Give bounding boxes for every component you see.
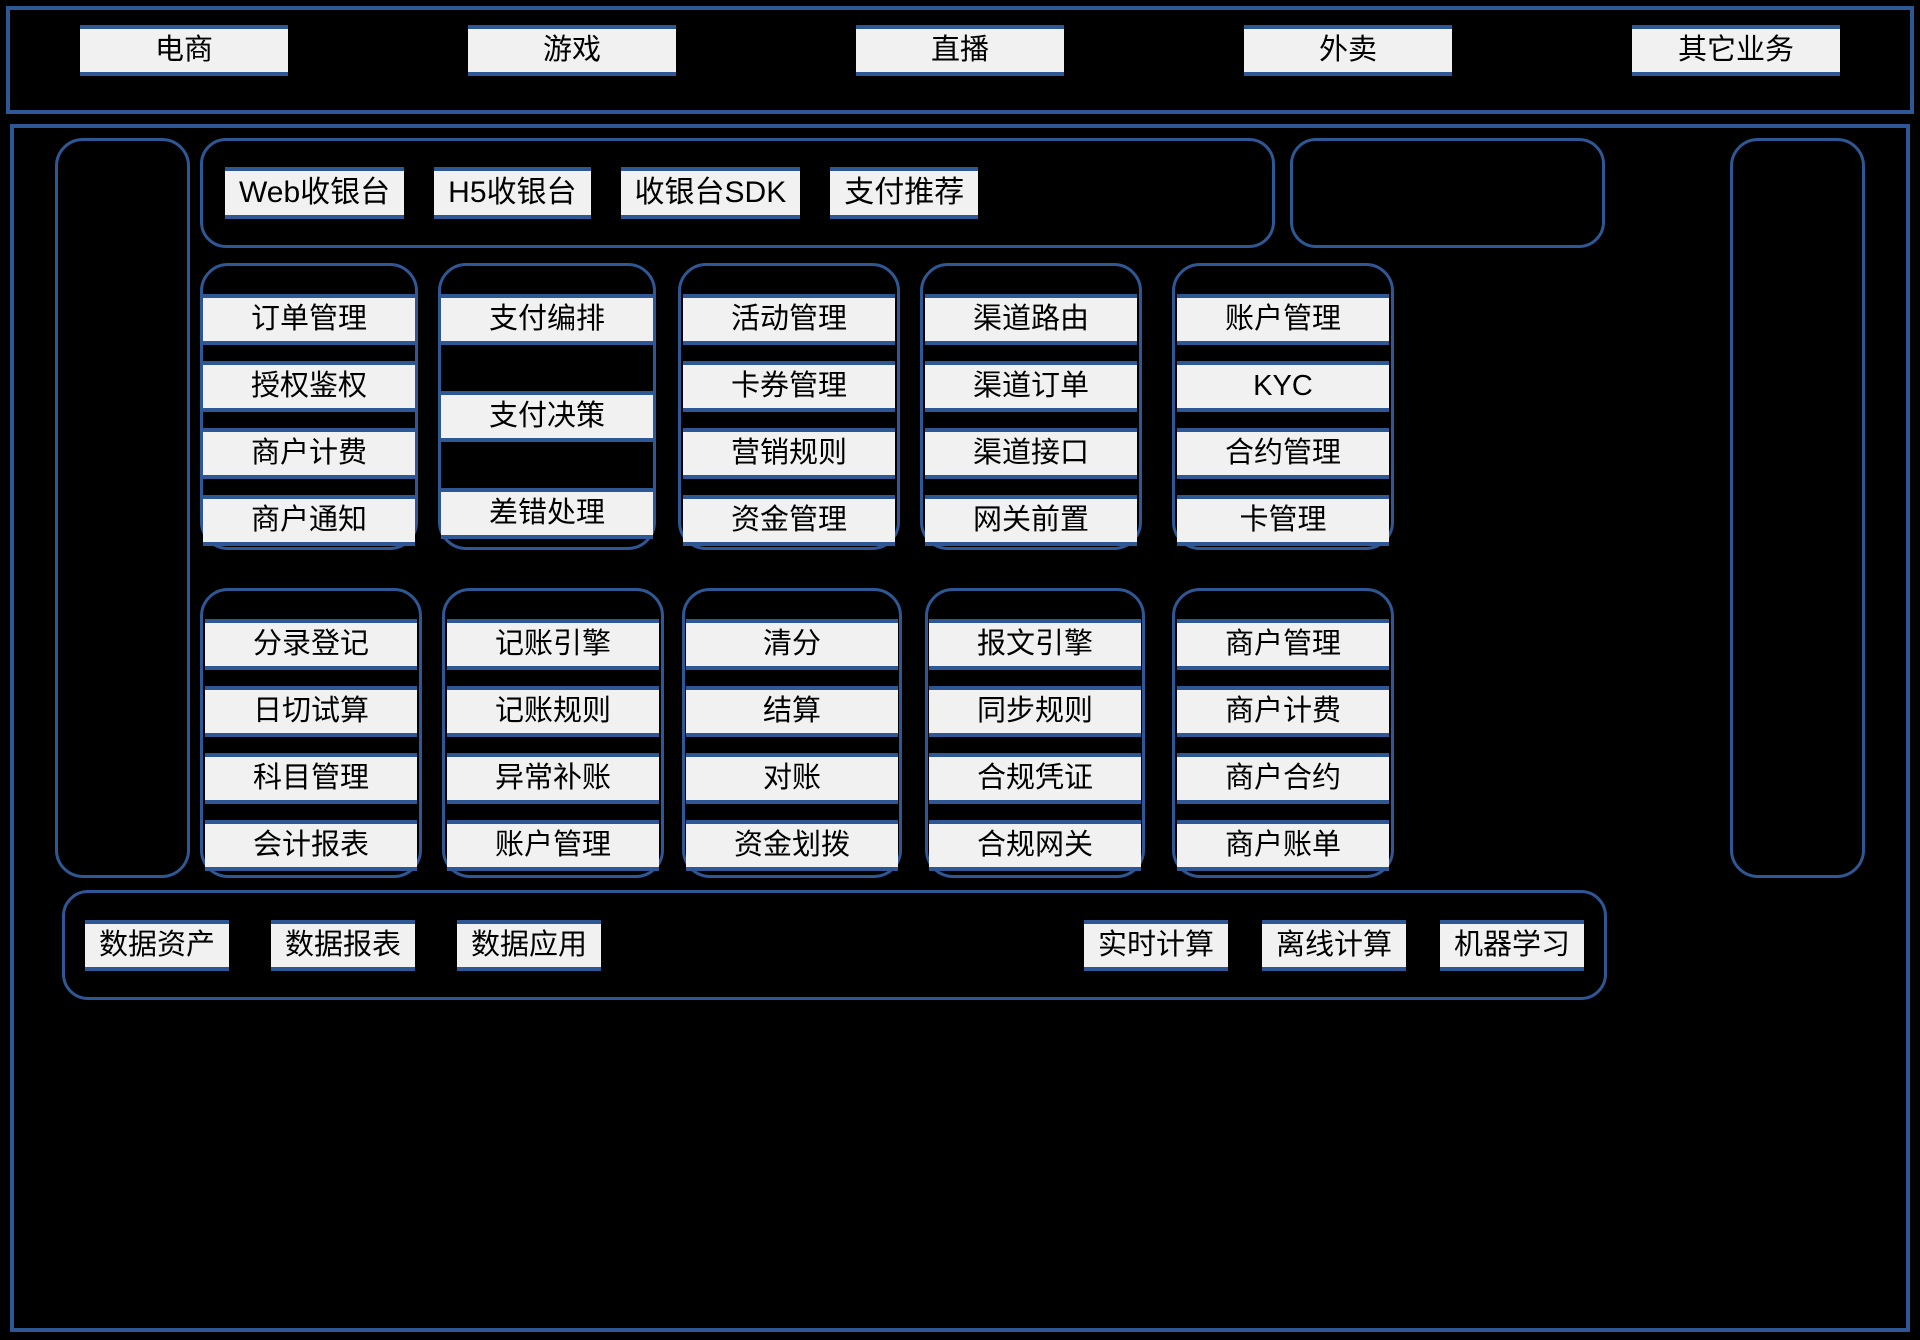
merchant-center-item-1[interactable]: 商户计费 [1177,686,1389,737]
data-right-chip-2[interactable]: 机器学习 [1439,919,1584,971]
left-rail-panel [55,138,190,878]
channel-center-item-0[interactable]: 渠道路由 [925,294,1137,345]
business-chip-1[interactable]: 游戏 [468,25,676,76]
trade-center-item-3[interactable]: 商户通知 [203,495,415,546]
access-chip-3[interactable]: 支付推荐 [830,167,979,219]
compliance-center-item-0[interactable]: 报文引擎 [929,619,1141,670]
data-band-right-group: 实时计算离线计算机器学习 [1083,919,1584,971]
marketing-center-item-3[interactable]: 资金管理 [683,495,895,546]
account-center-item-2[interactable]: 合约管理 [1177,428,1389,479]
accounting-center-item-1[interactable]: 日切试算 [205,686,417,737]
channel-center-item-2[interactable]: 渠道接口 [925,428,1137,479]
group-bookkeeping-center: 记账引擎记账规则异常补账账户管理 [442,588,664,878]
group-channel-center: 渠道路由渠道订单渠道接口网关前置 [920,263,1142,550]
trade-center-item-0[interactable]: 订单管理 [203,294,415,345]
marketing-center-item-2[interactable]: 营销规则 [683,428,895,479]
payment-center-item-2[interactable]: 差错处理 [441,488,653,539]
settlement-center-item-0[interactable]: 清分 [686,619,898,670]
channel-center-item-1[interactable]: 渠道订单 [925,361,1137,412]
business-band-row: 电商 游戏 直播 外卖 其它业务 [10,10,1910,110]
accounting-center-item-0[interactable]: 分录登记 [205,619,417,670]
data-band-left-group: 数据资产数据报表数据应用 [85,919,602,971]
account-center-item-1[interactable]: KYC [1177,361,1389,412]
data-right-chip-1[interactable]: 离线计算 [1261,919,1406,971]
compliance-center-item-3[interactable]: 合规网关 [929,820,1141,871]
access-chip-2[interactable]: 收银台SDK [620,167,801,219]
business-chip-0[interactable]: 电商 [80,25,288,76]
data-platform-band: 数据资产数据报表数据应用 实时计算离线计算机器学习 [62,890,1607,1000]
accounting-center-item-3[interactable]: 会计报表 [205,820,417,871]
accounting-center-item-2[interactable]: 科目管理 [205,753,417,804]
access-chip-0[interactable]: Web收银台 [225,167,405,219]
settlement-center-item-3[interactable]: 资金划拨 [686,820,898,871]
business-band: 电商 游戏 直播 外卖 其它业务 [6,6,1914,114]
bookkeeping-center-item-0[interactable]: 记账引擎 [447,619,659,670]
merchant-center-item-2[interactable]: 商户合约 [1177,753,1389,804]
marketing-center-item-1[interactable]: 卡券管理 [683,361,895,412]
compliance-center-item-2[interactable]: 合规凭证 [929,753,1141,804]
group-merchant-center: 商户管理商户计费商户合约商户账单 [1172,588,1394,878]
access-empty-panel [1290,138,1605,248]
merchant-center-item-0[interactable]: 商户管理 [1177,619,1389,670]
payment-center-item-0[interactable]: 支付编排 [441,294,653,345]
cashier-access-strip: Web收银台 H5收银台收银台SDK 支付推荐 [200,138,1275,248]
group-compliance-center: 报文引擎同步规则合规凭证合规网关 [925,588,1145,878]
trade-center-item-1[interactable]: 授权鉴权 [203,361,415,412]
account-center-item-0[interactable]: 账户管理 [1177,294,1389,345]
group-settlement-center: 清分结算对账资金划拨 [682,588,902,878]
data-left-chip-1[interactable]: 数据报表 [271,919,416,971]
group-marketing-center: 活动管理卡券管理营销规则资金管理 [678,263,900,550]
trade-center-item-2[interactable]: 商户计费 [203,428,415,479]
compliance-center-item-1[interactable]: 同步规则 [929,686,1141,737]
group-payment-center: 支付编排支付决策差错处理 [438,263,656,550]
business-chip-4[interactable]: 其它业务 [1632,25,1840,76]
bookkeeping-center-item-3[interactable]: 账户管理 [447,820,659,871]
marketing-center-item-0[interactable]: 活动管理 [683,294,895,345]
payment-center-item-1[interactable]: 支付决策 [441,391,653,442]
payment-platform-frame [10,124,1910,1332]
business-chip-2[interactable]: 直播 [856,25,1064,76]
data-left-chip-0[interactable]: 数据资产 [85,919,230,971]
business-chip-3[interactable]: 外卖 [1244,25,1452,76]
bookkeeping-center-item-2[interactable]: 异常补账 [447,753,659,804]
right-rail-panel [1730,138,1865,878]
bookkeeping-center-item-1[interactable]: 记账规则 [447,686,659,737]
settlement-center-item-2[interactable]: 对账 [686,753,898,804]
merchant-center-item-3[interactable]: 商户账单 [1177,820,1389,871]
group-accounting-center: 分录登记日切试算科目管理会计报表 [200,588,422,878]
access-chip-1[interactable]: H5收银台 [434,167,591,219]
settlement-center-item-1[interactable]: 结算 [686,686,898,737]
data-right-chip-0[interactable]: 实时计算 [1083,919,1228,971]
account-center-item-3[interactable]: 卡管理 [1177,495,1389,546]
group-trade-center: 订单管理授权鉴权商户计费商户通知 [200,263,418,550]
channel-center-item-3[interactable]: 网关前置 [925,495,1137,546]
group-account-center: 账户管理 KYC 合约管理卡管理 [1172,263,1394,550]
data-left-chip-2[interactable]: 数据应用 [457,919,602,971]
